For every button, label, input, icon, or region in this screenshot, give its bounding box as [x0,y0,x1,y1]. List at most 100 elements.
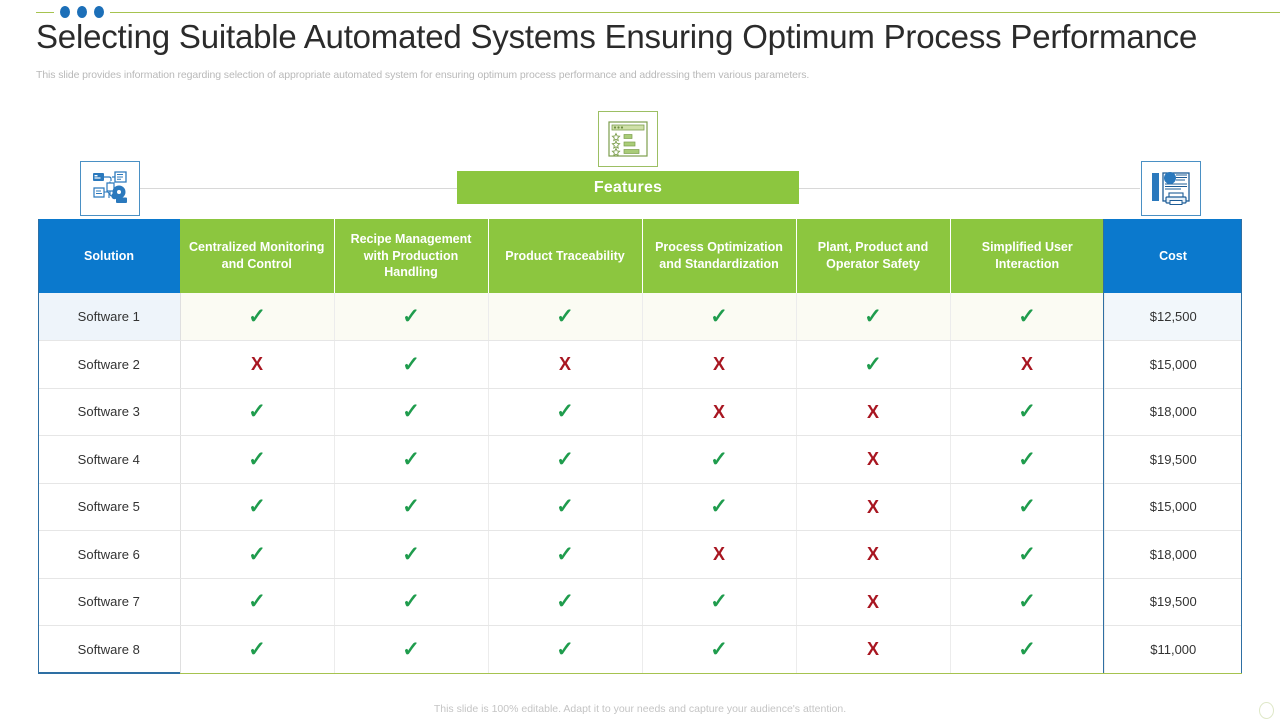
column-header-feature: Centralized Monitoring and Control [180,219,334,293]
cell-supported: ✓ [950,435,1105,484]
check-icon: ✓ [1018,400,1036,424]
cell-supported: ✓ [180,483,335,531]
check-icon: ✓ [710,590,728,614]
table-row: Software 7✓✓✓✓X✓$19,500 [38,578,1242,626]
cell-solution: Software 4 [38,435,181,484]
cell-supported: ✓ [334,530,489,579]
check-icon: ✓ [402,352,420,376]
cell-supported: ✓ [334,293,489,341]
cell-supported: ✓ [642,483,797,531]
cell-supported: ✓ [334,483,489,531]
cell-unsupported: X [796,530,951,579]
cell-solution: Software 2 [38,340,181,389]
cell-supported: ✓ [488,530,643,579]
dot-icon [94,6,104,18]
cell-supported: ✓ [950,530,1105,579]
cell-supported: ✓ [334,625,489,674]
rating-list-icon-box [598,111,658,167]
check-icon: ✓ [864,352,882,376]
check-icon: ✓ [1018,590,1036,614]
check-icon: ✓ [248,495,266,519]
table-row: Software 4✓✓✓✓X✓$19,500 [38,435,1242,484]
check-icon: ✓ [1018,542,1036,566]
check-icon: ✓ [248,447,266,471]
cell-unsupported: X [796,435,951,484]
cell-cost: $18,000 [1104,530,1242,579]
dot-icon [60,6,70,18]
footer-note: This slide is 100% editable. Adapt it to… [433,703,847,715]
table-row: Software 1✓✓✓✓✓✓$12,500 [38,293,1242,341]
cell-solution: Software 8 [38,625,181,674]
cross-icon: X [250,354,263,375]
table-right-accent [1241,219,1242,673]
cell-solution: Software 3 [38,388,181,436]
comparison-table-wrapper: Solution Centralized Monitoring and Cont… [38,219,1242,674]
cell-supported: ✓ [488,293,643,341]
cross-icon: X [866,401,879,422]
cell-unsupported: X [642,530,797,579]
check-icon: ✓ [1018,637,1036,661]
rating-list-icon [608,121,648,157]
puzzle-network-icon [93,171,127,203]
cross-icon: X [866,496,879,517]
cell-supported: ✓ [180,530,335,579]
check-icon: ✓ [710,447,728,471]
cell-solution: Software 1 [38,293,181,341]
table-header-row: Solution Centralized Monitoring and Cont… [38,219,1242,293]
check-icon: ✓ [1018,447,1036,471]
check-icon: ✓ [710,495,728,519]
cell-supported: ✓ [642,578,797,626]
cell-supported: ✓ [180,293,335,341]
check-icon: ✓ [710,305,728,328]
cell-unsupported: X [642,388,797,436]
cross-icon: X [866,591,879,612]
table-left-accent [38,219,39,673]
check-icon: ✓ [248,637,266,661]
cell-unsupported: X [796,388,951,436]
check-icon: ✓ [248,400,266,424]
column-header-cost: Cost [1104,219,1242,293]
check-icon: ✓ [1018,495,1036,519]
dot-group [54,6,110,18]
cell-supported: ✓ [796,340,951,389]
cell-cost: $12,500 [1104,293,1242,341]
cell-supported: ✓ [950,578,1105,626]
cell-supported: ✓ [950,625,1105,674]
cell-supported: ✓ [642,293,797,341]
cell-supported: ✓ [180,388,335,436]
column-header-feature: Plant, Product and Operator Safety [795,219,950,293]
check-icon: ✓ [402,542,420,566]
cell-unsupported: X [796,578,951,626]
check-icon: ✓ [556,637,574,661]
cell-supported: ✓ [180,578,335,626]
invoice-printer-icon-box [1141,161,1201,216]
cell-supported: ✓ [488,435,643,484]
cell-supported: ✓ [488,388,643,436]
column-header-feature: Simplified User Interaction [949,219,1104,293]
check-icon: ✓ [402,400,420,424]
cell-supported: ✓ [488,578,643,626]
features-banner: Features [457,171,799,204]
cell-supported: ✓ [642,625,797,674]
cell-cost: $15,000 [1104,340,1242,389]
cell-supported: ✓ [180,435,335,484]
circle-decoration-icon [1259,702,1274,719]
check-icon: ✓ [556,542,574,566]
check-icon: ✓ [402,637,420,661]
cell-supported: ✓ [950,483,1105,531]
cell-cost: $19,500 [1104,578,1242,626]
column-header-feature: Recipe Management with Production Handli… [333,219,488,293]
cross-icon: X [866,544,879,565]
page-title: Selecting Suitable Automated Systems Ens… [36,18,1198,55]
cell-unsupported: X [796,625,951,674]
cell-cost: $18,000 [1104,388,1242,436]
cell-solution: Software 5 [38,483,181,531]
comparison-table: Solution Centralized Monitoring and Cont… [38,219,1242,674]
cell-solution: Software 6 [38,530,181,579]
check-icon: ✓ [402,305,420,328]
